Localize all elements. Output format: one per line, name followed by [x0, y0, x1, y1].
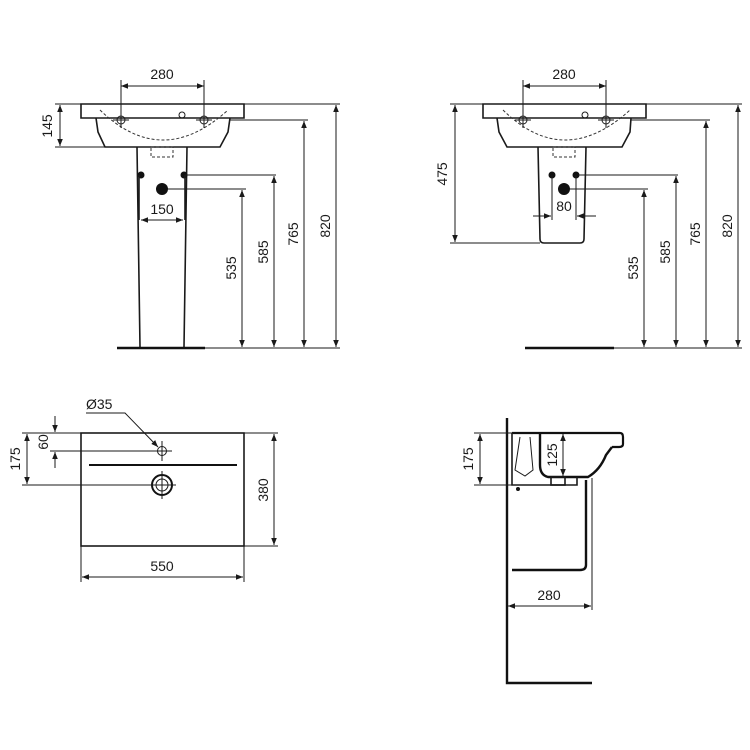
pedestal	[136, 146, 188, 348]
basin-outline	[80, 432, 245, 547]
dim-supply-height: 585	[255, 240, 271, 264]
dim-supply-height: 585	[657, 240, 673, 264]
dim-tap-spacing: 280	[552, 66, 576, 82]
dim-rim-height: 820	[719, 214, 735, 238]
front-semi-pedestal-view: 280 475 80 535 585 765 820	[434, 66, 742, 350]
dim-projection: 280	[537, 587, 561, 603]
dim-basin-depth: 145	[39, 114, 55, 138]
dim-waste-offset: 175	[7, 447, 23, 471]
side-section-view: 175 125 280	[460, 418, 625, 685]
dim-overall-height: 175	[460, 447, 476, 471]
semi-pedestal-side	[512, 480, 588, 572]
basin-rim	[80, 103, 245, 119]
dim-tap-spacing: 280	[150, 66, 174, 82]
dim-depth: 380	[255, 478, 271, 502]
dim-pedestal-drop: 475	[434, 162, 450, 186]
dim-waste-height: 535	[223, 256, 239, 280]
basin-bowl	[95, 117, 231, 148]
bowl-section	[538, 433, 613, 479]
dim-rim-height: 820	[317, 214, 333, 238]
waste-outlet	[156, 183, 168, 195]
dim-bowl-depth: 125	[544, 443, 560, 467]
front-pedestal-view: 280 145 150 535 585 765 820	[39, 66, 340, 350]
semi-pedestal	[537, 146, 587, 244]
dim-tap-hole-diameter: Ø35	[86, 396, 113, 412]
dim-width: 550	[150, 558, 174, 574]
dim-underside-height: 765	[285, 222, 301, 246]
wall	[505, 418, 592, 685]
dim-underside-height: 765	[687, 222, 703, 246]
dim-waste-spacing: 80	[556, 198, 572, 214]
dim-tap-hole-offset: 60	[35, 434, 51, 450]
plan-view: Ø35 60 175 380 550	[7, 396, 278, 582]
dim-waste-height: 535	[625, 256, 641, 280]
tap-hole	[152, 441, 172, 461]
dim-waste-spacing: 150	[150, 201, 174, 217]
waste-hole	[148, 471, 176, 499]
